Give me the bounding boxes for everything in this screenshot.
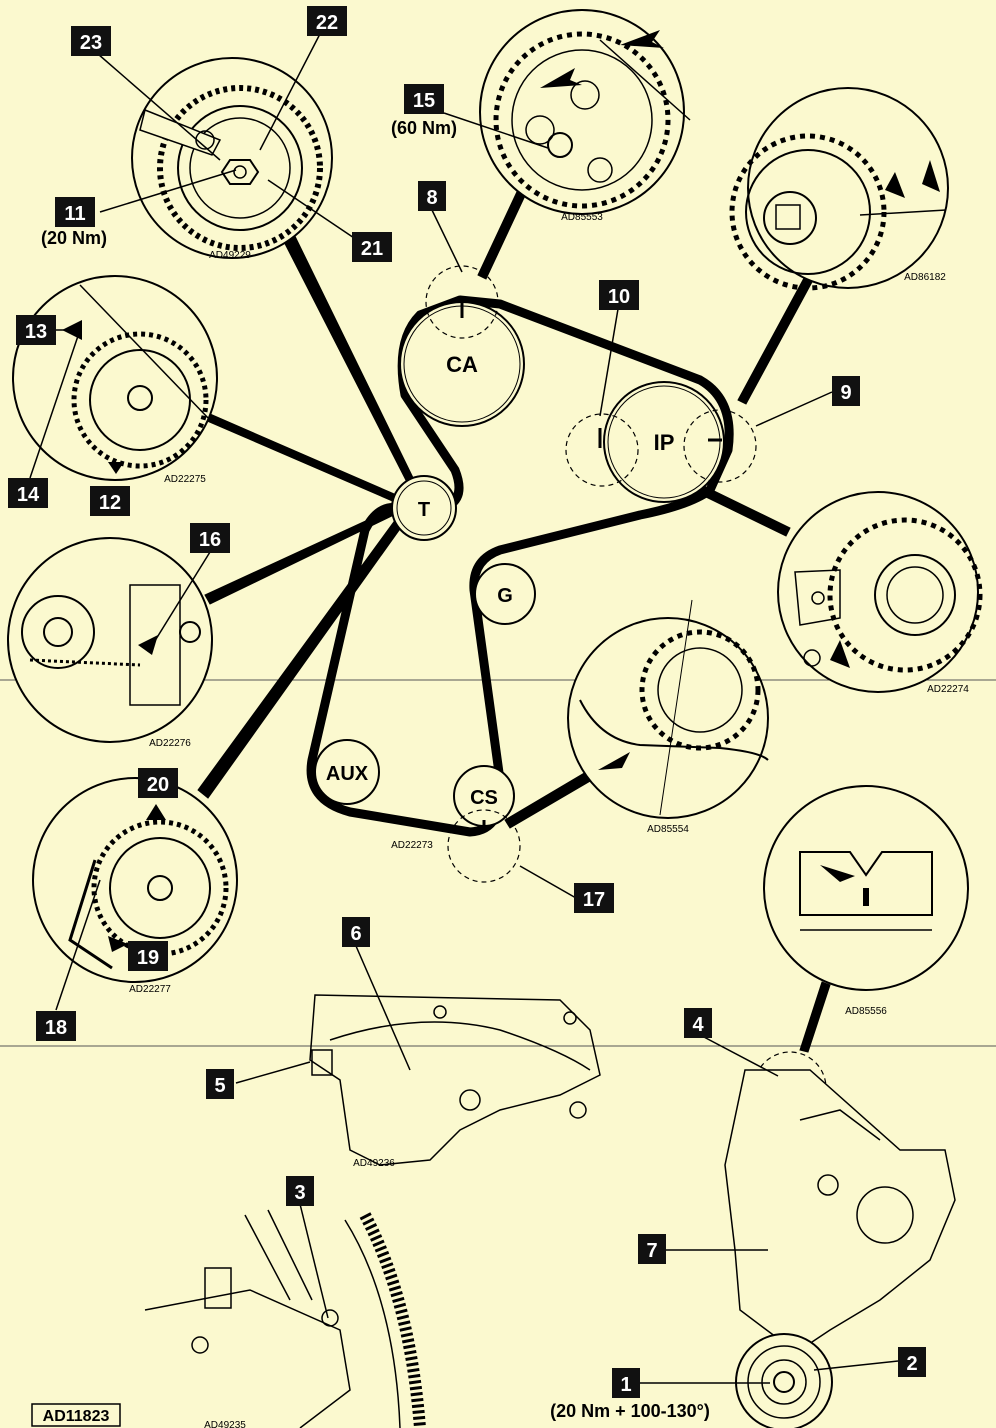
svg-text:10: 10 bbox=[608, 286, 630, 308]
ref-engine-side: AD49236 bbox=[353, 1158, 395, 1169]
svg-text:6: 6 bbox=[350, 923, 361, 945]
tensioner-pulley: T bbox=[391, 475, 457, 541]
ref-belt-layout: AD22273 bbox=[391, 840, 433, 851]
callout-19: 19 bbox=[128, 941, 168, 971]
ref-tensioner-bottom: AD22277 bbox=[129, 984, 171, 995]
svg-text:1: 1 bbox=[620, 1374, 631, 1396]
flywheel-view: AD49235 bbox=[144, 1209, 426, 1428]
callout-7: 7 bbox=[638, 1234, 666, 1264]
guide-pulley: G bbox=[474, 563, 536, 625]
callout-20: 20 bbox=[138, 768, 178, 798]
guide-label: G bbox=[497, 585, 513, 607]
ref-pump-rear: AD22274 bbox=[927, 684, 969, 695]
ref-tensioner-pin: AD22276 bbox=[149, 738, 191, 749]
detail-tensioner-top: AD49229 bbox=[131, 57, 333, 261]
callout-2: 2 bbox=[898, 1347, 926, 1377]
callout-21: 21 bbox=[352, 232, 392, 262]
svg-text:9: 9 bbox=[840, 382, 851, 404]
callout-6: 6 bbox=[342, 917, 370, 947]
callout-5: 5 bbox=[206, 1069, 234, 1099]
ref-cover-mark: AD85556 bbox=[845, 1006, 887, 1017]
svg-text:14: 14 bbox=[17, 484, 40, 506]
detail-pump-rear: AD22274 bbox=[777, 491, 983, 695]
callout-18: 18 bbox=[36, 1011, 76, 1041]
svg-text:21: 21 bbox=[361, 238, 383, 260]
ref-tensioner-top: AD49229 bbox=[209, 250, 251, 261]
svg-text:23: 23 bbox=[80, 32, 102, 54]
ref-crank-sprocket: AD85554 bbox=[647, 824, 689, 835]
callout-14: 14 bbox=[8, 478, 48, 508]
torque-bolt-15: (60 Nm) bbox=[391, 118, 457, 138]
diagram-id: AD11823 bbox=[43, 1408, 110, 1425]
svg-text:11: 11 bbox=[64, 203, 85, 225]
timing-cover bbox=[724, 1069, 956, 1351]
callout-3: 3 bbox=[286, 1176, 314, 1206]
detail-tensioner-left: AD22275 bbox=[12, 275, 218, 485]
injection-pump-label: IP bbox=[654, 430, 675, 455]
timing-belt bbox=[306, 295, 734, 837]
callout-boxes: 23 22 11 21 15 8 10 9 13 14 12 16 20 19 … bbox=[8, 6, 926, 1398]
svg-text:8: 8 bbox=[426, 187, 437, 209]
crankshaft-label: CS bbox=[470, 787, 498, 809]
ref-cam-sprocket: AD85553 bbox=[561, 212, 603, 223]
callout-17: 17 bbox=[574, 883, 614, 913]
callout-11: 11 bbox=[55, 197, 95, 227]
callout-8: 8 bbox=[418, 181, 446, 211]
ref-pump-sprocket: AD86182 bbox=[904, 272, 946, 283]
callout-4: 4 bbox=[684, 1008, 712, 1038]
svg-text:3: 3 bbox=[294, 1182, 305, 1204]
ref-flywheel: AD49235 bbox=[204, 1420, 246, 1428]
crankshaft-pulley: CS bbox=[453, 765, 515, 830]
svg-text:18: 18 bbox=[45, 1017, 67, 1039]
svg-text:20: 20 bbox=[147, 774, 169, 796]
svg-text:17: 17 bbox=[583, 889, 605, 911]
svg-text:15: 15 bbox=[413, 90, 435, 112]
label-leaders bbox=[29, 29, 899, 1384]
detail-cam-sprocket: AD85553 bbox=[479, 9, 691, 223]
auxiliary-label: AUX bbox=[326, 763, 369, 785]
callout-10: 10 bbox=[599, 280, 639, 310]
callout-22: 22 bbox=[307, 6, 347, 36]
svg-text:19: 19 bbox=[137, 947, 159, 969]
torque-bolt-1: (20 Nm + 100-130°) bbox=[550, 1401, 710, 1421]
diagram-id-box: AD11823 bbox=[31, 1403, 121, 1427]
auxiliary-pulley: AUX bbox=[314, 739, 380, 805]
callout-13: 13 bbox=[16, 315, 56, 345]
svg-text:4: 4 bbox=[692, 1014, 704, 1036]
detail-tensioner-bottom: AD22277 bbox=[32, 777, 238, 995]
callout-12: 12 bbox=[90, 486, 130, 516]
torque-bolt-11: (20 Nm) bbox=[41, 228, 107, 248]
injection-pump-pulley: IP bbox=[598, 381, 725, 503]
callout-1: 1 bbox=[612, 1368, 640, 1398]
tensioner-label: T bbox=[418, 499, 430, 521]
crankshaft-pulley-bottom bbox=[735, 1333, 833, 1428]
detail-tensioner-pin: AD22276 bbox=[7, 537, 213, 749]
detail-pump-sprocket: AD86182 bbox=[729, 87, 949, 291]
svg-text:12: 12 bbox=[99, 492, 121, 514]
svg-text:22: 22 bbox=[316, 12, 338, 34]
callout-16: 16 bbox=[190, 523, 230, 553]
svg-text:13: 13 bbox=[25, 321, 47, 343]
camshaft-label: CA bbox=[446, 352, 478, 377]
detail-crank-sprocket: AD85554 bbox=[567, 599, 769, 835]
ref-tensioner-left: AD22275 bbox=[164, 474, 206, 485]
svg-text:7: 7 bbox=[646, 1240, 657, 1262]
callout-9: 9 bbox=[832, 376, 860, 406]
svg-text:16: 16 bbox=[199, 529, 221, 551]
svg-text:2: 2 bbox=[906, 1353, 917, 1375]
engine-side-view: AD49236 bbox=[309, 994, 601, 1169]
callout-23: 23 bbox=[71, 26, 111, 56]
svg-text:5: 5 bbox=[214, 1075, 225, 1097]
callout-15: 15 bbox=[404, 84, 444, 114]
detail-cover-mark: AD85556 bbox=[763, 785, 969, 1017]
camshaft-pulley: CA bbox=[399, 300, 525, 427]
